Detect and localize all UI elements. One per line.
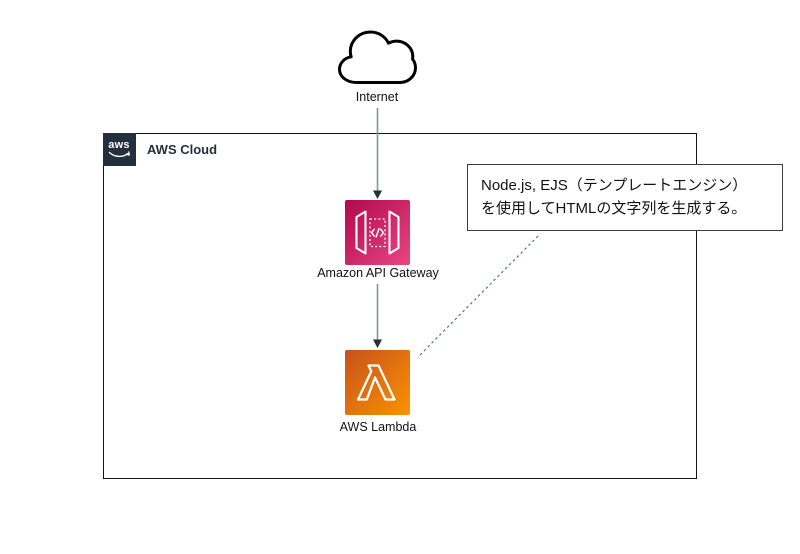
aws-cloud-group-label: AWS Cloud bbox=[147, 142, 218, 157]
annotation-line-2: を使用してHTMLの文字列を生成する。 bbox=[481, 200, 747, 218]
annotation-line-1: Node.js, EJS（テンプレートエンジン） bbox=[481, 177, 748, 194]
api-gateway-label: Amazon API Gateway bbox=[317, 266, 439, 280]
internet-label: Internet bbox=[355, 90, 399, 104]
aws-logo: aws bbox=[102, 132, 136, 166]
aws-cloud-group-box: aws AWS Cloud bbox=[102, 132, 697, 479]
annotation-callout: Node.js, EJS（テンプレートエンジン） を使用してHTMLの文字列を生… bbox=[467, 164, 783, 231]
api-gateway-icon bbox=[345, 200, 410, 265]
internet-cloud-icon bbox=[336, 26, 418, 86]
lambda-label: AWS Lambda bbox=[339, 420, 417, 434]
aws-logo-text: aws bbox=[108, 139, 130, 151]
lambda-icon bbox=[345, 350, 410, 415]
aws-smile-icon bbox=[108, 151, 130, 158]
